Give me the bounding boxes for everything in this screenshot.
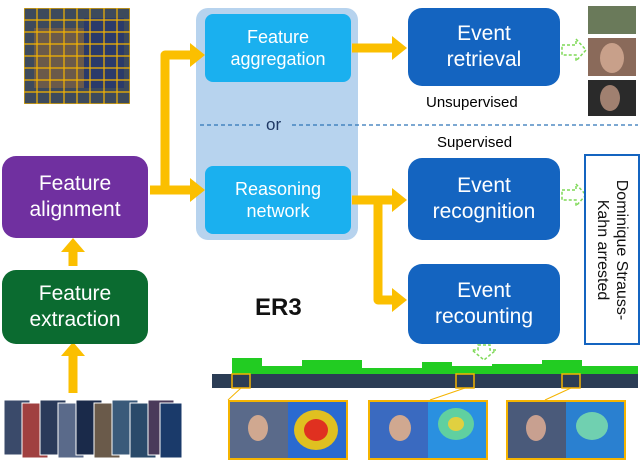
feature-aggregation-node: Feature aggregation <box>205 14 351 82</box>
feature-extraction-node: Feature extraction <box>2 270 148 344</box>
feature-alignment-label: Feature alignment <box>29 171 121 221</box>
recognition-result-box: Dominique Strauss- Kahn arrested <box>584 154 640 345</box>
reasoning-network-label: Reasoning network <box>234 178 322 222</box>
evidence-frame-3 <box>506 400 626 460</box>
reasoning-network-node: Reasoning network <box>205 166 351 234</box>
arrow-to-recounting <box>352 195 392 305</box>
evidence-frame-1 <box>228 400 348 460</box>
er3-label: ER3 <box>255 294 302 321</box>
aligned-frame-image <box>24 8 130 104</box>
retrieved-image-1 <box>588 6 636 34</box>
feature-extraction-label: Feature extraction <box>29 281 121 331</box>
arrow-to-aggregation <box>150 50 190 195</box>
event-retrieval-node: Event retrieval <box>408 8 560 86</box>
retrieved-image-3 <box>588 80 636 116</box>
event-recognition-node: Event recognition <box>408 158 560 240</box>
event-recognition-label: Event recognition <box>432 173 536 223</box>
event-recounting-node: Event recounting <box>408 264 560 344</box>
event-recounting-label: Event recounting <box>434 278 534 328</box>
evidence-frame-2 <box>368 400 488 460</box>
retrieved-image-2 <box>588 38 636 76</box>
unsupervised-label: Unsupervised <box>426 94 518 111</box>
supervised-label: Supervised <box>437 134 513 151</box>
event-retrieval-label: Event retrieval <box>446 21 522 71</box>
feature-alignment-node: Feature alignment <box>2 156 148 238</box>
feature-aggregation-label: Feature aggregation <box>230 26 326 70</box>
or-label: or <box>266 115 282 134</box>
